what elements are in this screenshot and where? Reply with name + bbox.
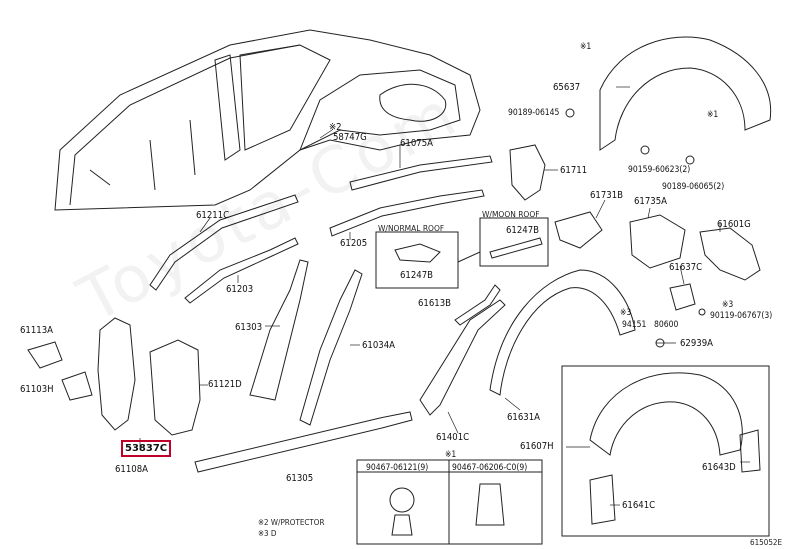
callout-53837C-highlighted[interactable]: 53837C — [121, 440, 172, 457]
callout-61247B-normal[interactable]: 61247B — [400, 270, 434, 281]
body-side-outer-panel[interactable] — [54, 29, 481, 211]
callout-61034A[interactable]: 61034A — [362, 340, 396, 351]
callout-61711[interactable]: 61711 — [560, 165, 588, 176]
callout-mark-1b: ※1 — [707, 110, 719, 120]
callout-61113A[interactable]: 61113A — [20, 325, 54, 336]
gusset-61711[interactable] — [509, 144, 546, 201]
bracket-61641C[interactable] — [589, 474, 616, 525]
quarter-inner-61631A[interactable] — [489, 269, 636, 396]
callout-61631A[interactable]: 61631A — [507, 412, 541, 423]
fastener-col2-label: 90467-06206-C0(9) — [452, 463, 528, 473]
callout-61303[interactable]: 61303 — [235, 322, 263, 333]
callout-mark-2: ※2 — [329, 122, 342, 133]
callout-61637C[interactable]: 61637C — [669, 262, 703, 273]
normal-roof-caption: W/NORMAL ROOF — [378, 224, 445, 233]
bolt-90189-icon — [565, 108, 575, 118]
wheelhouse-61401C[interactable] — [419, 299, 506, 416]
wheel-liner-65637[interactable] — [599, 36, 772, 151]
roof-rail-61203[interactable] — [184, 237, 299, 304]
detail-box-61607H — [561, 365, 770, 537]
bracket-61643D[interactable] — [739, 429, 761, 473]
front-pillar-61108A[interactable] — [97, 317, 136, 431]
callout-61211C[interactable]: 61211C — [196, 210, 230, 221]
bracket-61103H[interactable] — [61, 371, 93, 401]
moon-roof-box — [479, 217, 549, 267]
callout-mark-3a: ※3 — [620, 308, 632, 318]
callout-61613B[interactable]: 61613B — [418, 298, 452, 309]
callout-61075A[interactable]: 61075A — [400, 138, 434, 149]
callout-61607H[interactable]: 61607H — [520, 441, 554, 452]
callout-90189-06065[interactable]: 90189-06065(2) — [662, 182, 725, 192]
bolt-90119-icon — [698, 308, 706, 316]
callout-90189-06145[interactable]: 90189-06145 — [508, 108, 560, 118]
footnote-protector: ※2 W/PROTECTOR — [258, 518, 325, 527]
center-pillar-61034A[interactable] — [299, 269, 363, 426]
extension-61735A[interactable] — [629, 214, 686, 269]
callout-90159[interactable]: 90159-60623(2) — [628, 165, 691, 175]
callout-61731B[interactable]: 61731B — [590, 190, 624, 201]
callout-mark-1c: ※1 — [445, 450, 457, 460]
callout-61203[interactable]: 61203 — [226, 284, 254, 295]
callout-mark-1a: ※1 — [580, 42, 592, 52]
callout-61735A[interactable]: 61735A — [634, 196, 668, 207]
nut-90159-icon — [640, 145, 650, 155]
figure-number: 615052E — [750, 538, 783, 547]
moon-roof-caption: W/MOON ROOF — [482, 210, 540, 219]
bracket-moon-roof[interactable] — [489, 237, 543, 259]
callout-61401C[interactable]: 61401C — [436, 432, 470, 443]
callout-94151[interactable]: 94151 — [622, 320, 647, 330]
normal-roof-box — [375, 231, 459, 289]
roof-rail-61205[interactable] — [329, 189, 485, 237]
front-pillar-61121D[interactable] — [149, 339, 201, 436]
bracket-61637C[interactable] — [669, 283, 696, 311]
callout-mark-3b: ※3 — [722, 300, 734, 310]
callout-61643D[interactable]: 61643D — [702, 462, 736, 473]
callout-61641C[interactable]: 61641C — [622, 500, 656, 511]
callout-61205[interactable]: 61205 — [340, 238, 368, 249]
callout-58747G[interactable]: 58747G — [333, 132, 367, 143]
callout-61305[interactable]: 61305 — [286, 473, 314, 484]
bracket-61113A[interactable] — [27, 341, 63, 369]
extension-61601G[interactable] — [699, 227, 761, 281]
bolt-90189b-icon — [685, 155, 695, 165]
rocker-61305[interactable] — [194, 411, 413, 473]
callout-61108A[interactable]: 61108A — [115, 464, 149, 475]
fastener-col1-label: 90467-06121(9) — [366, 463, 429, 473]
callout-61601G[interactable]: 61601G — [717, 219, 751, 230]
callout-62939A[interactable]: 62939A — [680, 338, 714, 349]
callout-80600[interactable]: 80600 — [654, 320, 679, 330]
roof-rail-61075A[interactable] — [349, 155, 493, 191]
callout-61103H[interactable]: 61103H — [20, 384, 54, 395]
callout-90119[interactable]: 90119-06767(3) — [710, 311, 773, 321]
center-pillar-61303[interactable] — [249, 259, 309, 401]
roof-rail-61211C[interactable] — [149, 194, 299, 291]
bracket-61731B[interactable] — [554, 211, 603, 249]
callout-65637[interactable]: 65637 — [553, 82, 581, 93]
clip-fastener-1-icon — [389, 487, 415, 513]
panel-61613B[interactable] — [454, 284, 501, 326]
callout-61247B-moon[interactable]: 61247B — [506, 225, 540, 236]
callout-61121D[interactable]: 61121D — [208, 379, 242, 390]
wheelhouse-61607H[interactable] — [589, 372, 743, 456]
clip-fastener-2-icon — [475, 483, 505, 526]
footnote-d: ※3 D — [258, 529, 277, 538]
bracket-normal-roof[interactable] — [394, 243, 441, 263]
